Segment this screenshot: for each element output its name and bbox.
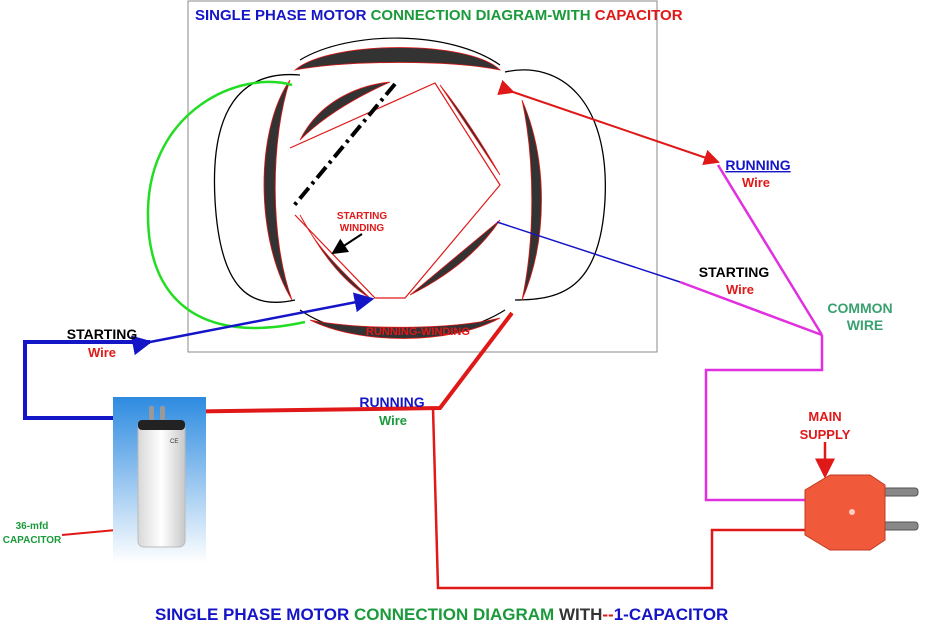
capacitor-label-2: CAPACITOR — [3, 535, 62, 546]
starting-winding-pointer — [331, 233, 363, 255]
starting-wire-blue-to-capacitor — [23, 340, 150, 434]
running-wire-red-top — [497, 79, 720, 166]
common-wires — [679, 164, 824, 502]
coil-outline-right — [504, 69, 606, 301]
running-wire-red-to-supply — [431, 407, 810, 590]
starting-wire-blue-right — [496, 221, 681, 283]
starting-wire-label-right-2: Wire — [726, 282, 754, 297]
common-wire-label-2: WIRE — [847, 317, 884, 333]
running-wire-label-mid-2: Wire — [379, 413, 407, 428]
main-supply-label-2: SUPPLY — [800, 427, 851, 442]
rotor-outline — [289, 82, 501, 299]
capacitor-label: 36-mfd — [16, 521, 49, 532]
capacitor-label-line — [61, 529, 117, 536]
starting-wire-blue-upper — [130, 292, 375, 356]
svg-text:CE: CE — [170, 439, 178, 445]
starting-winding-label-2: WINDING — [340, 223, 385, 234]
running-wire-label-top-2: Wire — [742, 175, 770, 190]
main-supply-label: MAIN — [808, 409, 841, 424]
running-wire-label-mid: RUNNING — [359, 394, 424, 410]
starting-wire-label-left: STARTING — [67, 326, 138, 342]
running-wire-label-top: RUNNING — [725, 157, 790, 173]
capacitor-image: CE — [113, 397, 206, 563]
common-wire-label: COMMON — [827, 300, 892, 316]
running-wire-red-to-capacitor — [159, 311, 514, 414]
top-title: SINGLE PHASE MOTOR CONNECTION DIAGRAM-WI… — [195, 7, 683, 24]
starting-wire-label-left-2: Wire — [88, 345, 116, 360]
plug-icon — [804, 474, 919, 551]
bottom-title: SINGLE PHASE MOTOR CONNECTION DIAGRAM WI… — [155, 605, 728, 624]
starting-winding-label: STARTING — [337, 211, 388, 222]
running-winding-label: RUNNING-WINDING — [366, 326, 470, 338]
starting-wire-label-right: STARTING — [699, 264, 770, 280]
